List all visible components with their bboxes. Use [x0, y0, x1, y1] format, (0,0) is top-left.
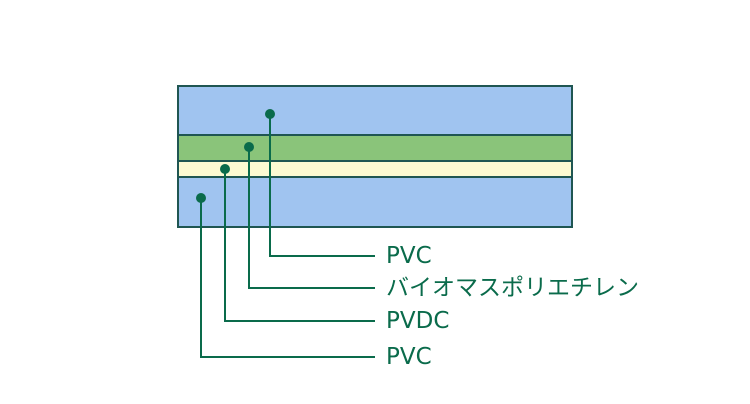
leader-dot-biomass-polyethylene: [244, 142, 254, 152]
leader-dot-pvc-top: [265, 109, 275, 119]
label-pvc-bottom: PVC: [386, 344, 432, 370]
leader-line-pvc-top: [269, 114, 375, 257]
leader-line-biomass-polyethylene: [248, 147, 375, 289]
layer-pvc-top: [177, 85, 573, 136]
label-biomass-polyethylene: バイオマスポリエチレン: [386, 275, 639, 301]
layer-pvc-bottom: [177, 176, 573, 228]
leader-line-pvdc: [224, 169, 375, 322]
leader-line-pvc-bottom: [200, 198, 375, 358]
leader-dot-pvdc: [220, 164, 230, 174]
leader-dot-pvc-bottom: [196, 193, 206, 203]
label-pvdc: PVDC: [386, 308, 450, 334]
layer-biomass-polyethylene: [177, 134, 573, 162]
label-pvc-top: PVC: [386, 243, 432, 269]
layer-pvdc: [177, 160, 573, 178]
